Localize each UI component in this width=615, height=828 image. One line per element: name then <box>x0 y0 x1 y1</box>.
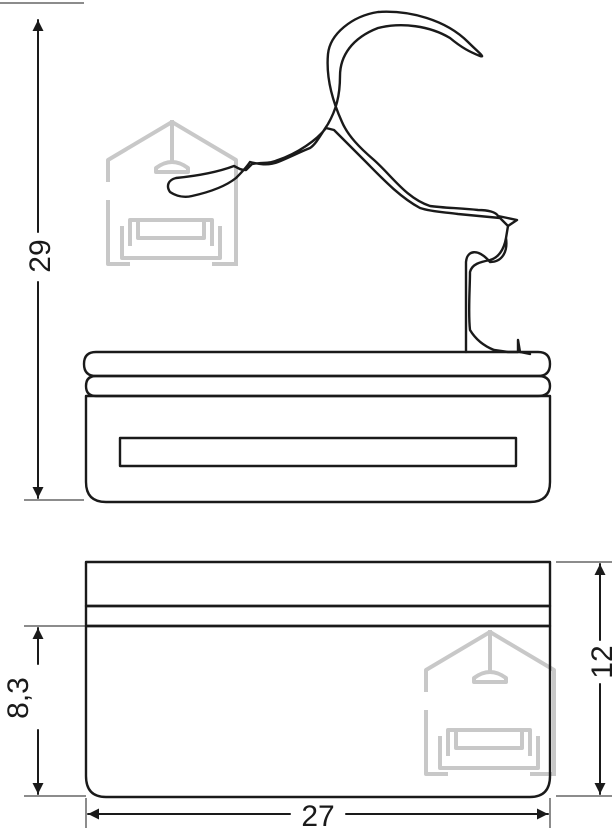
front-slot <box>118 436 518 468</box>
side-base-body <box>84 624 552 799</box>
side-top-plate <box>84 560 552 608</box>
cat-outline <box>166 10 532 356</box>
house-lamp-sofa-watermark-icon <box>424 630 556 776</box>
dim-label-width: 27 <box>301 800 334 828</box>
front-base-body <box>84 394 552 504</box>
dim-label-base-height: 8,3 <box>2 677 35 719</box>
side-middle-band <box>84 604 552 628</box>
front-top-plate <box>82 350 552 378</box>
front-middle-band <box>84 374 552 398</box>
dim-label-side-height: 12 <box>586 645 615 678</box>
dim-label-total-height: 29 <box>24 239 57 272</box>
